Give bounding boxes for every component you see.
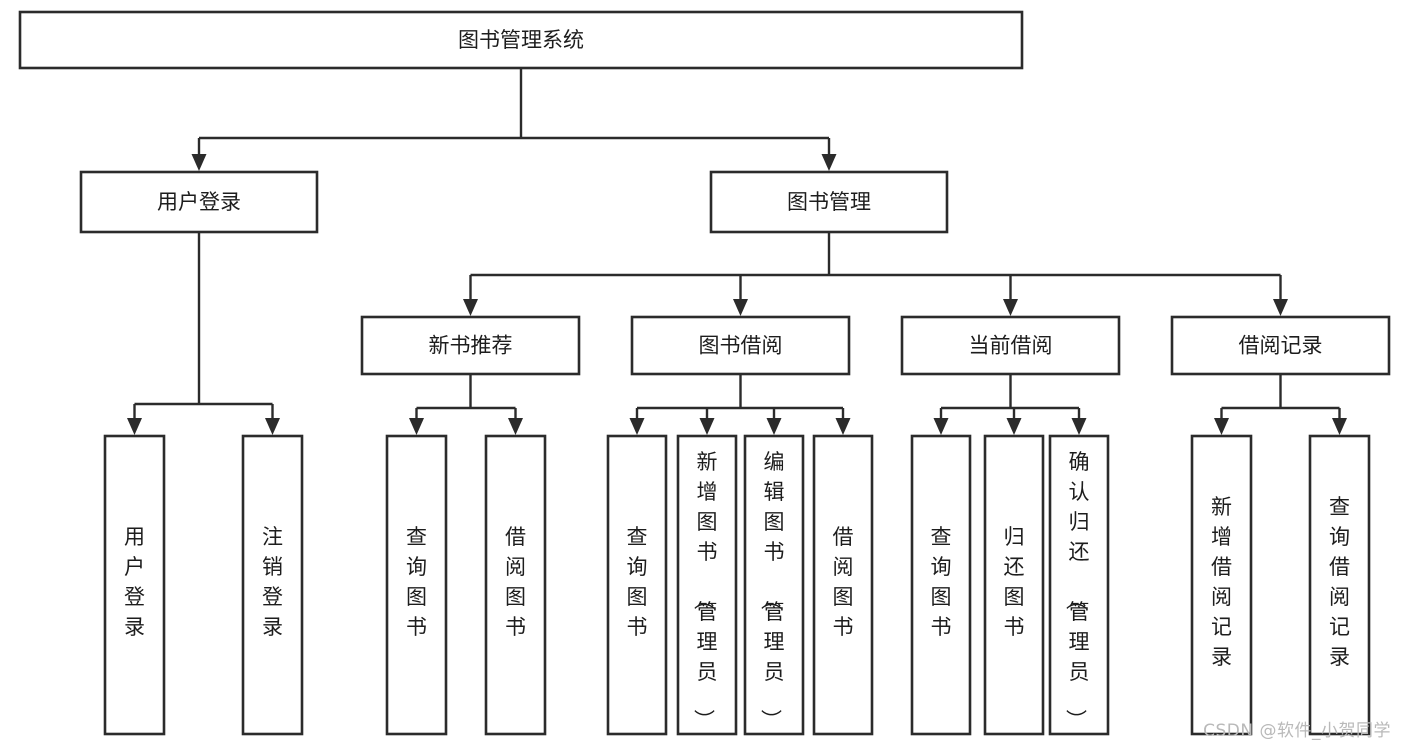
node-box-leaf_b3[interactable] [743, 434, 805, 736]
node-leaf_b4[interactable]: 借阅图书 [812, 434, 874, 736]
node-label-leaf_n2: 借阅图书 [505, 525, 526, 639]
node-leaf_u2[interactable]: 注销登录 [241, 434, 304, 736]
node-box-leaf_c3[interactable] [1048, 434, 1110, 736]
node-label-leaf_c3: 确认归还（管理员） [1064, 450, 1090, 730]
node-label-leaf_r2: 查询借阅记录 [1329, 495, 1350, 669]
arrow-head-l2d [1273, 299, 1288, 316]
node-label-leaf_b4: 借阅图书 [833, 525, 854, 639]
node-label-l2a: 新书推荐 [429, 334, 513, 358]
node-box-l1a[interactable] [79, 170, 319, 234]
node-box-leaf_r2[interactable] [1308, 434, 1371, 736]
node-label-leaf_b2: 新增图书（管理员） [692, 450, 718, 730]
node-box-l1b[interactable] [709, 170, 949, 234]
arrow-head-leaf_b2 [699, 418, 715, 435]
node-box-leaf_u1[interactable] [103, 434, 166, 736]
arrow-head-leaf_u1 [127, 418, 142, 435]
node-box-leaf_u2[interactable] [241, 434, 304, 736]
node-label-l1a: 用户登录 [157, 190, 241, 214]
node-label-leaf_u2: 注销登录 [262, 525, 283, 639]
node-l2a[interactable]: 新书推荐 [360, 315, 581, 376]
node-label-leaf_u1: 用户登录 [124, 525, 145, 639]
node-l2c[interactable]: 当前借阅 [900, 315, 1121, 376]
node-leaf_b3[interactable]: 编辑图书（管理员） [743, 434, 805, 736]
node-label-leaf_c1: 查询图书 [931, 525, 952, 639]
node-label-l2c: 当前借阅 [969, 334, 1053, 358]
node-label-root: 图书管理系统 [458, 28, 584, 52]
node-box-leaf_b2[interactable] [676, 434, 738, 736]
node-label-leaf_b1: 查询图书 [627, 525, 648, 639]
arrow-head-l2c [1003, 299, 1018, 316]
node-leaf_b1[interactable]: 查询图书 [606, 434, 668, 736]
node-box-l2d[interactable] [1170, 315, 1391, 376]
node-leaf_r2[interactable]: 查询借阅记录 [1308, 434, 1371, 736]
node-box-leaf_b4[interactable] [812, 434, 874, 736]
node-label-l2b: 图书借阅 [699, 334, 783, 358]
node-leaf_c3[interactable]: 确认归还（管理员） [1048, 434, 1110, 736]
node-label-leaf_b3: 编辑图书（管理员） [759, 450, 785, 730]
node-leaf_n2[interactable]: 借阅图书 [484, 434, 547, 736]
arrow-head-leaf_b3 [766, 418, 782, 435]
arrow-head-l2a [463, 299, 478, 316]
node-box-l2a[interactable] [360, 315, 581, 376]
node-box-leaf_c2[interactable] [983, 434, 1045, 736]
arrow-head-l1b [821, 154, 837, 171]
arrow-head-leaf_b4 [835, 418, 851, 435]
arrow-head-l1a [191, 154, 207, 171]
node-box-root[interactable] [18, 10, 1024, 70]
node-l2d[interactable]: 借阅记录 [1170, 315, 1391, 376]
node-label-leaf_n1: 查询图书 [406, 525, 427, 639]
node-l2b[interactable]: 图书借阅 [630, 315, 851, 376]
node-box-leaf_r1[interactable] [1190, 434, 1253, 736]
node-leaf_b2[interactable]: 新增图书（管理员） [676, 434, 738, 736]
node-label-leaf_r1: 新增借阅记录 [1211, 495, 1232, 669]
arrow-head-leaf_u2 [265, 418, 280, 435]
arrow-head-leaf_r2 [1332, 418, 1347, 435]
arrow-head-leaf_c3 [1071, 418, 1087, 435]
node-root[interactable]: 图书管理系统 [18, 10, 1024, 70]
node-box-leaf_n1[interactable] [385, 434, 448, 736]
node-l1b[interactable]: 图书管理 [709, 170, 949, 234]
node-label-l2d: 借阅记录 [1239, 334, 1323, 358]
node-box-leaf_n2[interactable] [484, 434, 547, 736]
arrow-head-leaf_c1 [933, 418, 949, 435]
watermark-label: CSDN @软件_小贺同学 [1203, 721, 1391, 741]
node-leaf_u1[interactable]: 用户登录 [103, 434, 166, 736]
arrow-head-leaf_b1 [629, 418, 645, 435]
node-label-leaf_c2: 归还图书 [1004, 525, 1025, 639]
node-label-l1b: 图书管理 [787, 190, 871, 214]
node-leaf_c1[interactable]: 查询图书 [910, 434, 972, 736]
arrow-head-leaf_r1 [1214, 418, 1229, 435]
connector-layer [127, 68, 1347, 435]
node-layer: 图书管理系统用户登录图书管理新书推荐图书借阅当前借阅借阅记录用户登录注销登录查询… [18, 10, 1391, 736]
node-leaf_c2[interactable]: 归还图书 [983, 434, 1045, 736]
arrow-head-leaf_c2 [1006, 418, 1022, 435]
node-box-l2c[interactable] [900, 315, 1121, 376]
arrow-head-l2b [733, 299, 748, 316]
node-leaf_n1[interactable]: 查询图书 [385, 434, 448, 736]
node-box-l2b[interactable] [630, 315, 851, 376]
node-leaf_r1[interactable]: 新增借阅记录 [1190, 434, 1253, 736]
node-l1a[interactable]: 用户登录 [79, 170, 319, 234]
arrow-head-leaf_n2 [508, 418, 523, 435]
node-box-leaf_c1[interactable] [910, 434, 972, 736]
node-box-leaf_b1[interactable] [606, 434, 668, 736]
arrow-head-leaf_n1 [409, 418, 424, 435]
